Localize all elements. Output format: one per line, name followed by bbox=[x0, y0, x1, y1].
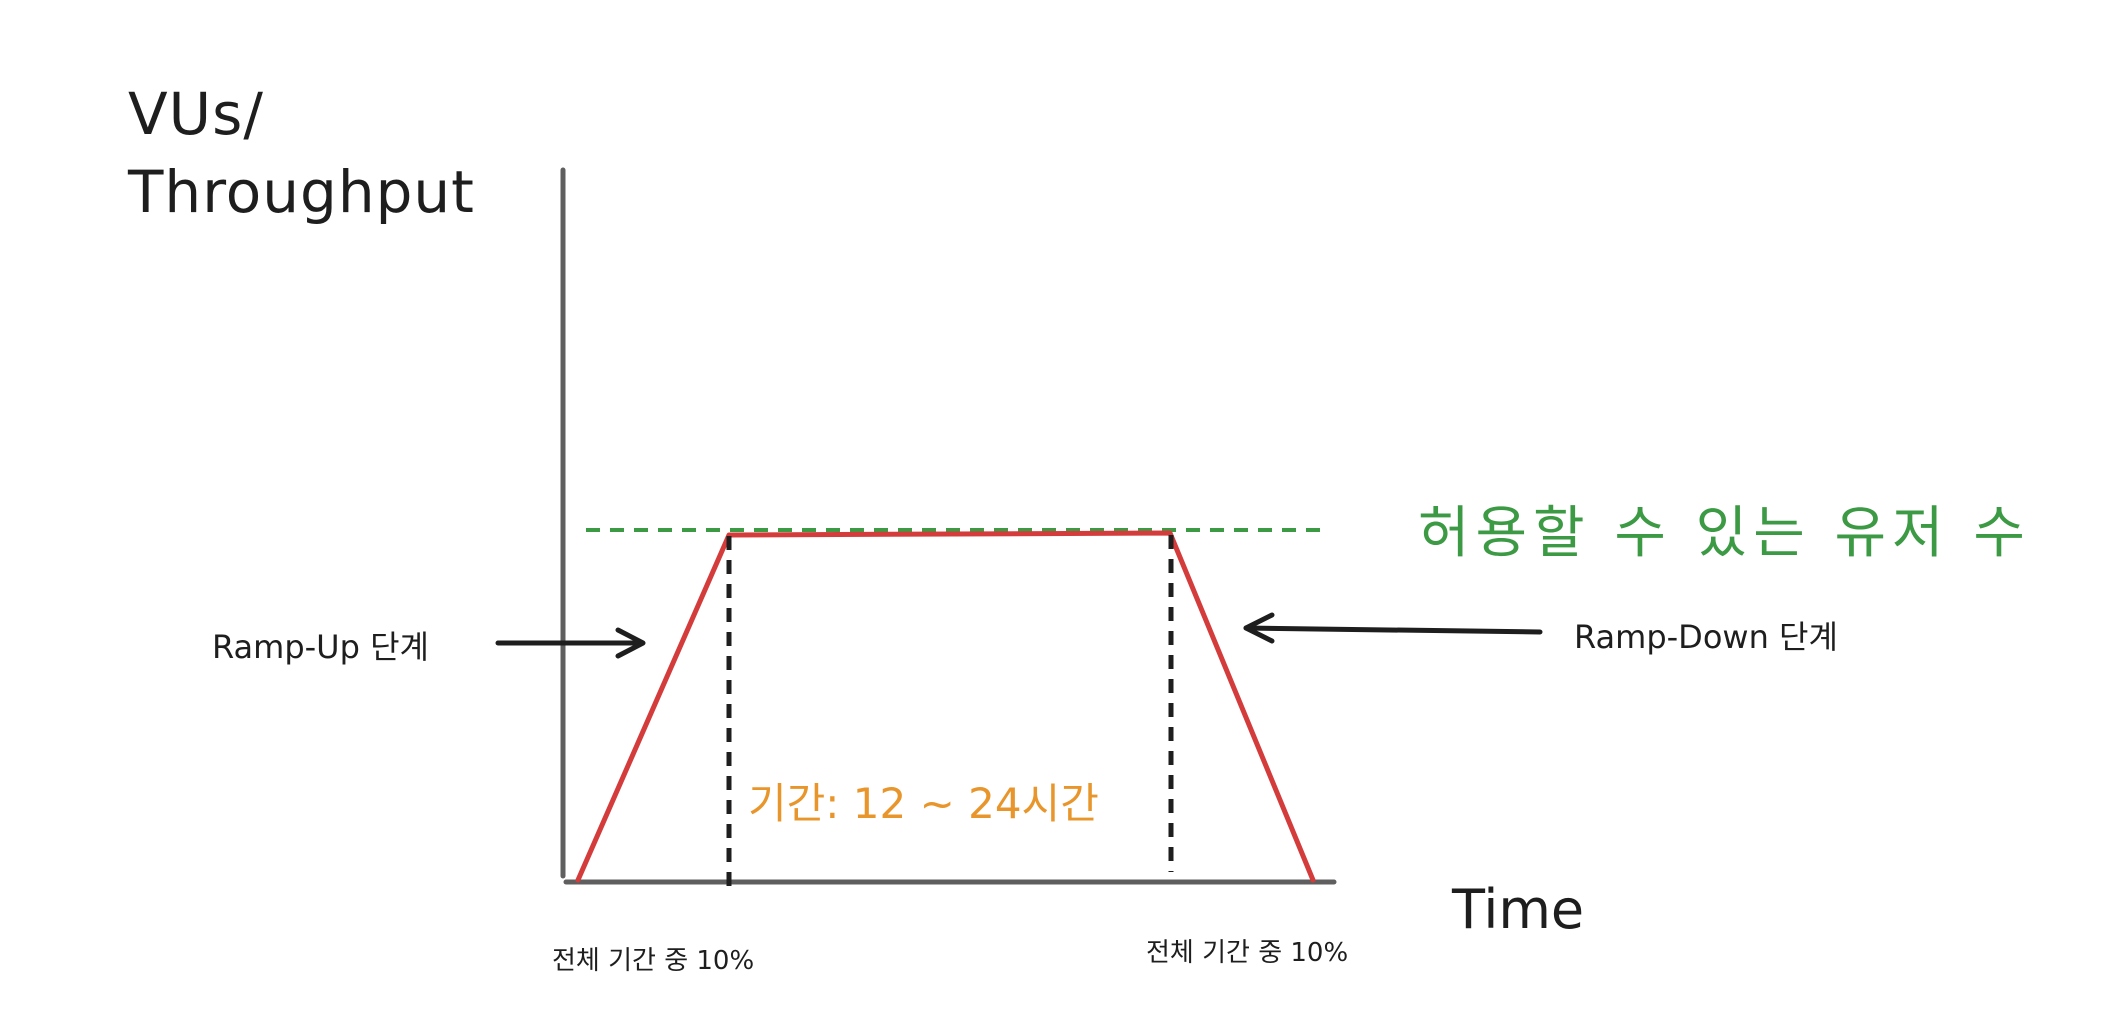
capacity-label: 허용할 수 있는 유저 수 bbox=[1418, 501, 2031, 566]
y-axis-label-line1: VUs/ bbox=[128, 80, 264, 148]
ramp-up-arrow bbox=[495, 627, 646, 659]
ramp-up-label: Ramp-Up 단계 bbox=[212, 628, 429, 666]
y-axis-label-line2: Throughput bbox=[128, 158, 475, 226]
y-axis-label: VUs/ Throughput bbox=[128, 75, 475, 231]
ramp-up-share-label: 전체 기간 중 10% bbox=[552, 946, 755, 976]
ramp-down-label: Ramp-Down 단계 bbox=[1574, 618, 1838, 656]
ramp-down-arrow bbox=[1243, 612, 1543, 644]
load-profile-line bbox=[575, 530, 1316, 883]
duration-label: 기간: 12 ~ 24시간 bbox=[748, 779, 1099, 828]
x-axis-label: Time bbox=[1452, 878, 1585, 941]
ramp-down-share-label: 전체 기간 중 10% bbox=[1146, 938, 1349, 968]
